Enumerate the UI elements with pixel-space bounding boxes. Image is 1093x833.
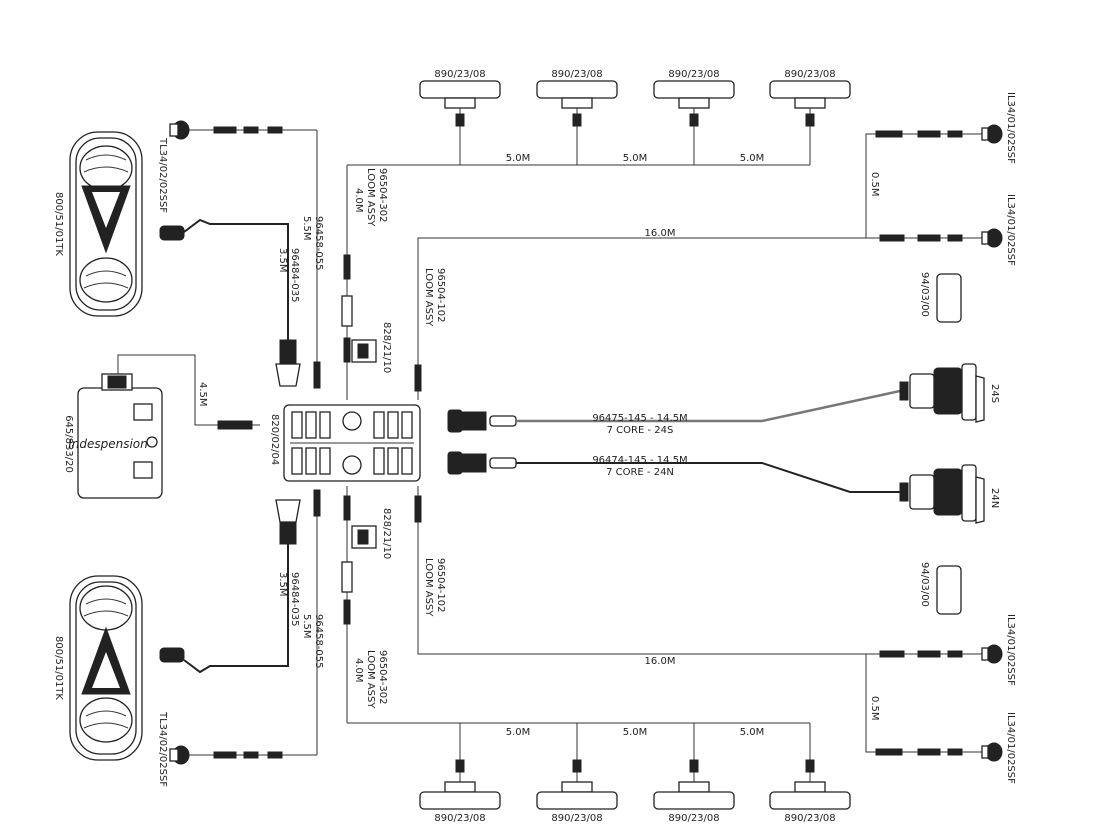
short-length: 0.5M xyxy=(869,696,880,721)
loom-length: 16.0M xyxy=(645,228,676,239)
loom-length: 3.5M xyxy=(277,248,288,273)
loom-part: 96458-055 xyxy=(313,614,324,669)
marker-lamps-top: 890/23/08 890/23/08 890/23/08 890/23/08 xyxy=(347,69,851,166)
loom-96504-102-top: 16.0M LOOM ASSY 96504-102 xyxy=(414,228,875,400)
junction-box: 820/02/04 xyxy=(269,404,421,482)
loom-part: 96484-035 xyxy=(289,572,300,627)
marker-lamp-top-1: 890/23/08 xyxy=(419,69,501,165)
junction-box-label: 820/02/04 xyxy=(269,414,280,465)
marker-lamp-bottom-1: 890/23/08 xyxy=(419,723,501,824)
control-box-label: 645/833/20 xyxy=(63,415,74,473)
cable-core: 7 CORE - 24N xyxy=(606,467,674,478)
loom-96504-102-bottom: 16.0M LOOM ASSY 96504-102 xyxy=(414,486,875,667)
length-label: 5.0M xyxy=(506,153,531,164)
reflector-label: 94/03/00 xyxy=(919,562,930,607)
control-box: 4.5M Indespension 645/833/20 xyxy=(63,354,260,499)
marker-lamp-label: 890/23/08 xyxy=(551,813,602,824)
short-length: 0.5M xyxy=(869,172,880,197)
control-box-logo: Indespension xyxy=(68,437,148,451)
length-label: 5.0M xyxy=(740,153,765,164)
loom-label: LOOM ASSY xyxy=(365,650,376,709)
loom-part: 96484-035 xyxy=(289,248,300,303)
il-lamp-label: IL34/01/02SSF xyxy=(1005,614,1016,686)
loom-part: 96504-102 xyxy=(435,268,446,323)
cable-label: 96475-145 - 14.5M xyxy=(592,413,687,424)
tl-lamp-label: TL34/02/02SSF xyxy=(157,711,168,787)
length-label: 5.0M xyxy=(506,727,531,738)
loom-96484-035-bottom: 3.5M 96484-035 xyxy=(159,499,301,674)
tl-lamp-label: TL34/02/02SSF xyxy=(157,137,168,213)
marker-lamp-bottom-2: 890/23/08 xyxy=(536,723,618,824)
tl-lamp-bottom: TL34/02/02SSF xyxy=(157,510,318,787)
rear-lamp-bottom: 800/51/01TK xyxy=(53,575,143,761)
marker-lamp-bottom-3: 890/23/08 xyxy=(653,723,735,824)
loom-label: LOOM ASSY xyxy=(423,268,434,327)
length-label: 5.0M xyxy=(740,727,765,738)
loom-label: LOOM ASSY xyxy=(423,558,434,617)
marker-lamp-top-3: 890/23/08 xyxy=(653,69,735,165)
il-lamps-bottom: 0.5M IL34/01/02SSF IL34/01/02SSF xyxy=(865,614,1016,784)
reflector-label: 94/03/00 xyxy=(919,272,930,317)
marker-lamp-label: 890/23/08 xyxy=(784,69,835,80)
reflector-top: 94/03/00 xyxy=(919,272,962,323)
loom-part: 96504-102 xyxy=(435,558,446,613)
marker-lamp-label: 890/23/08 xyxy=(668,813,719,824)
cable-label: 96474-145 - 14.5M xyxy=(592,455,687,466)
loom-part: 96504-302 xyxy=(377,168,388,223)
cable-core: 7 CORE - 24S xyxy=(607,425,674,436)
marker-lamps-bottom: 5.0M 5.0M 5.0M 890/23/08 890/23/08 890/2… xyxy=(347,722,851,824)
length-label: 5.0M xyxy=(623,727,648,738)
reflector-bottom: 94/03/00 xyxy=(919,562,962,615)
marker-lamp-label: 890/23/08 xyxy=(434,813,485,824)
socket-label: 24N xyxy=(989,488,1000,508)
connector-828-label: 828/21/10 xyxy=(381,322,392,373)
il-lamp-label: IL34/01/02SSF xyxy=(1005,92,1016,164)
marker-lamp-top-4: 890/23/08 xyxy=(769,69,851,165)
loom-length: 3.5M xyxy=(277,572,288,597)
il-lamps-top: 0.5M IL34/01/02SSF IL34/01/02SSF xyxy=(865,92,1016,266)
marker-lamp-bottom-4: 890/23/08 xyxy=(769,723,851,824)
il-lamp-label: IL34/01/02SSF xyxy=(1005,712,1016,784)
marker-lamp-top-2: 890/23/08 xyxy=(536,69,618,165)
loom-length: 4.0M xyxy=(353,658,364,683)
loom-length: 5.5M xyxy=(301,614,312,639)
connector-828-label: 828/21/10 xyxy=(381,508,392,559)
il-lamp-label: IL34/01/02SSF xyxy=(1005,194,1016,266)
loom-96504-302-bottom: 4.0M LOOM ASSY 96504-302 828/21/10 xyxy=(341,486,392,723)
length-label: 5.0M xyxy=(623,153,648,164)
marker-lamp-label: 890/23/08 xyxy=(551,69,602,80)
marker-lamp-label: 890/23/08 xyxy=(668,69,719,80)
control-box-wire-length: 4.5M xyxy=(197,382,208,407)
loom-96484-035-top: 3.5M 96484-035 xyxy=(159,218,301,387)
socket-label: 24S xyxy=(989,384,1000,403)
rear-lamp-label: 800/51/01TK xyxy=(53,192,64,256)
rear-lamp-label: 800/51/01TK xyxy=(53,636,64,700)
loom-length: 5.5M xyxy=(301,216,312,241)
loom-96504-302-top: 4.0M LOOM ASSY 96504-302 828/21/10 xyxy=(341,165,392,400)
marker-lamp-label: 890/23/08 xyxy=(434,69,485,80)
loom-length: 16.0M xyxy=(645,656,676,667)
socket-24n: 96474-145 - 14.5M 7 CORE - 24N 24N xyxy=(447,451,1000,524)
marker-lamp-label: 890/23/08 xyxy=(784,813,835,824)
loom-label: LOOM ASSY xyxy=(365,168,376,227)
loom-part: 96458-055 xyxy=(313,216,324,271)
socket-24s: 96475-145 - 14.5M 7 CORE - 24S 24S xyxy=(447,363,1000,436)
rear-lamp-top: 800/51/01TK xyxy=(53,131,143,317)
loom-length: 4.0M xyxy=(353,188,364,213)
loom-part: 96504-302 xyxy=(377,650,388,705)
tl-lamp-top: TL34/02/02SSF xyxy=(157,120,318,365)
